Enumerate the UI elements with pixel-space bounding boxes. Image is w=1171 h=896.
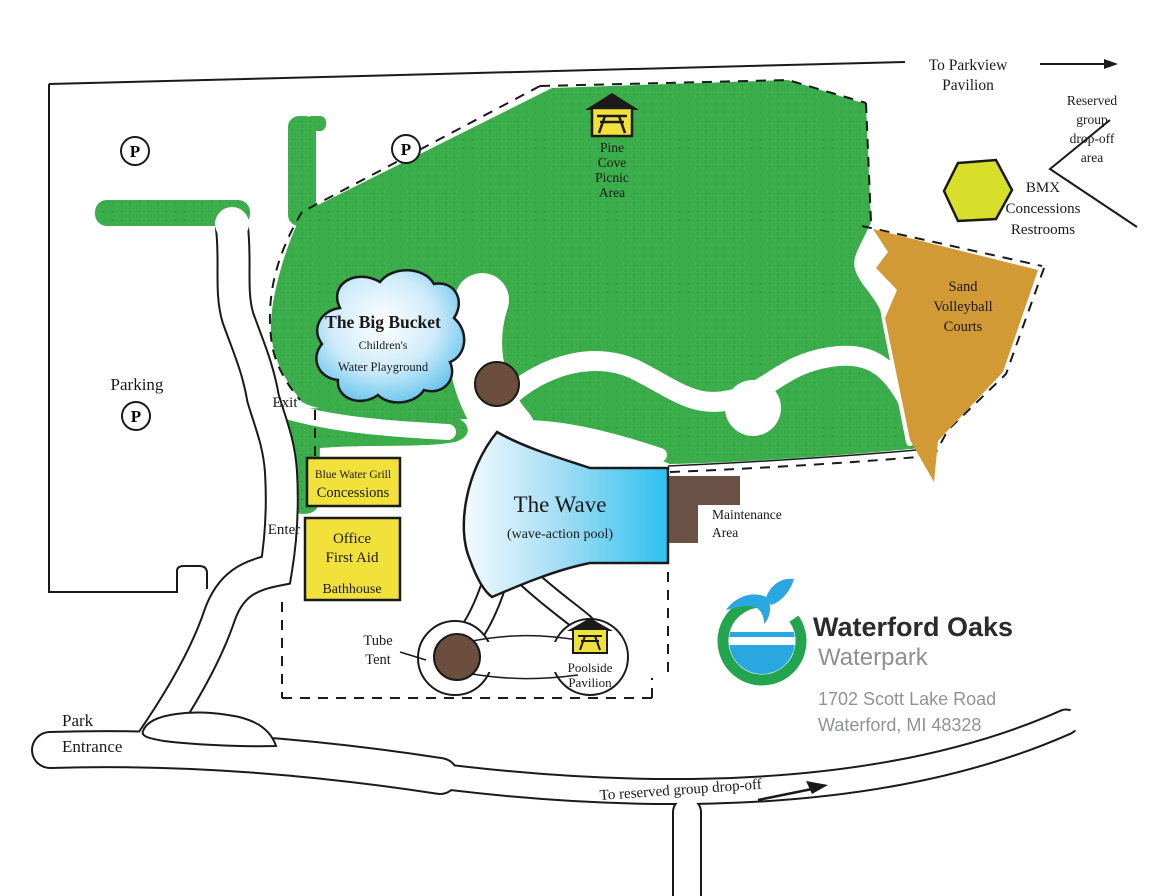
label-tube-tent-2: Tent bbox=[365, 652, 391, 668]
big-bucket-pool bbox=[315, 269, 466, 404]
label-to-parkview-2: Pavilion bbox=[942, 77, 994, 94]
p-badge-2-letter: P bbox=[401, 140, 411, 159]
label-wave-name: The Wave bbox=[514, 492, 607, 517]
label-poolside-2: Pavilion bbox=[568, 675, 612, 690]
to-parkview-arrow bbox=[1040, 59, 1118, 69]
label-enter: Enter bbox=[268, 522, 300, 538]
grass-strip-vertical bbox=[288, 116, 316, 226]
road-end-patch-right bbox=[1067, 707, 1091, 731]
label-office-3: Bathhouse bbox=[322, 582, 381, 597]
poolside-pavilion-icon bbox=[567, 618, 613, 654]
waterpark-logo: Waterford Oaks Waterpark 1702 Scott Lake… bbox=[717, 578, 1013, 735]
walkway-bulge bbox=[725, 380, 781, 436]
label-big-bucket-sub2: Water Playground bbox=[338, 360, 429, 374]
pavilion-roof-icon bbox=[567, 618, 613, 631]
p-badge-3-letter: P bbox=[131, 407, 141, 426]
label-pine-cove-1: Pine bbox=[600, 140, 624, 155]
office-building bbox=[303, 516, 402, 602]
brand-name: Waterford Oaks bbox=[813, 612, 1013, 642]
label-parking: Parking bbox=[111, 375, 164, 394]
label-poolside-1: Poolside bbox=[568, 660, 613, 675]
tree-circle bbox=[474, 361, 520, 407]
pine-cove-picnic-icon bbox=[585, 93, 639, 138]
blue-water-grill-building bbox=[305, 456, 402, 508]
to-reserved-arrow bbox=[757, 781, 828, 802]
reserved-dropoff-bracket bbox=[1048, 119, 1138, 228]
picnic-roof-icon bbox=[585, 93, 639, 110]
address-line2: Waterford, MI 48328 bbox=[818, 715, 981, 735]
entrance-island bbox=[141, 711, 278, 748]
label-big-bucket-sub1: Children's bbox=[359, 338, 408, 352]
pavilion-table-icon bbox=[578, 635, 602, 651]
label-grill-2: Concessions bbox=[317, 485, 390, 501]
pavilion-connector-top-edge bbox=[471, 634, 579, 642]
tube-tent-circle bbox=[433, 633, 481, 681]
label-bmx-2: Concessions bbox=[1006, 201, 1081, 217]
grass-strip-horizontal bbox=[95, 200, 250, 226]
label-maintenance-2: Area bbox=[712, 525, 738, 540]
pavilion-connector-bottom-edge bbox=[471, 673, 579, 680]
road-surfaces bbox=[33, 213, 1078, 896]
label-volleyball-3: Courts bbox=[944, 319, 983, 335]
label-volleyball-2: Volleyball bbox=[933, 299, 992, 315]
brand-tagline: Waterpark bbox=[818, 644, 929, 671]
fence-dashed bbox=[268, 78, 1045, 699]
label-park-entrance-2: Entrance bbox=[62, 737, 122, 756]
logo-bird-icon bbox=[726, 578, 794, 624]
label-office-2: First Aid bbox=[326, 550, 379, 566]
parking-badges: P P P bbox=[120, 134, 421, 431]
label-bmx-1: BMX bbox=[1026, 180, 1060, 196]
label-park-entrance-1: Park bbox=[62, 711, 94, 730]
map-labels: Parking Exit Enter The Big Bucket Childr… bbox=[62, 57, 1117, 804]
label-grill-1: Blue Water Grill bbox=[315, 469, 391, 481]
bmx-hexagon bbox=[942, 158, 1014, 223]
label-reserved-3: drop-off bbox=[1070, 131, 1115, 146]
label-tube-tent-1: Tube bbox=[363, 633, 392, 649]
wave-pool bbox=[462, 430, 670, 599]
pavilion-connector-patch bbox=[470, 642, 570, 672]
park-top-boundary bbox=[48, 61, 906, 85]
maintenance-building bbox=[668, 476, 740, 543]
label-office-1: Office bbox=[333, 531, 371, 547]
grass-main-area bbox=[270, 80, 932, 464]
label-pine-cove-2: Cove bbox=[598, 155, 627, 170]
label-wave-sub: (wave-action pool) bbox=[507, 527, 613, 542]
label-to-parkview-1: To Parkview bbox=[929, 57, 1008, 74]
label-reserved-4: area bbox=[1081, 150, 1103, 165]
label-pine-cove-4: Area bbox=[599, 185, 625, 200]
p-badge-1 bbox=[120, 136, 150, 166]
label-reserved-1: Reserved bbox=[1067, 93, 1117, 108]
road-junction-patch-top bbox=[215, 207, 249, 241]
label-bmx-3: Restrooms bbox=[1011, 222, 1075, 238]
walkway-edge-line bbox=[667, 448, 929, 467]
label-big-bucket-name: The Big Bucket bbox=[325, 312, 441, 332]
tube-tent-pointer bbox=[399, 651, 427, 661]
address-line1: 1702 Scott Lake Road bbox=[818, 689, 996, 709]
parking-lot-boundary bbox=[48, 84, 208, 593]
label-exit: Exit bbox=[273, 395, 299, 411]
grass-strip-arm-top bbox=[306, 116, 326, 131]
picnic-table-icon bbox=[597, 114, 627, 134]
label-maintenance-1: Maintenance bbox=[712, 507, 782, 522]
p-badge-3 bbox=[121, 401, 151, 431]
label-reserved-2: group bbox=[1076, 112, 1108, 127]
p-badge-1-letter: P bbox=[130, 142, 140, 161]
p-badge-2 bbox=[391, 134, 421, 164]
sand-volleyball-area bbox=[873, 229, 1038, 482]
label-pine-cove-3: Picnic bbox=[595, 170, 629, 185]
grass-strip-arm-bottom bbox=[306, 211, 326, 226]
label-volleyball-1: Sand bbox=[949, 279, 979, 295]
